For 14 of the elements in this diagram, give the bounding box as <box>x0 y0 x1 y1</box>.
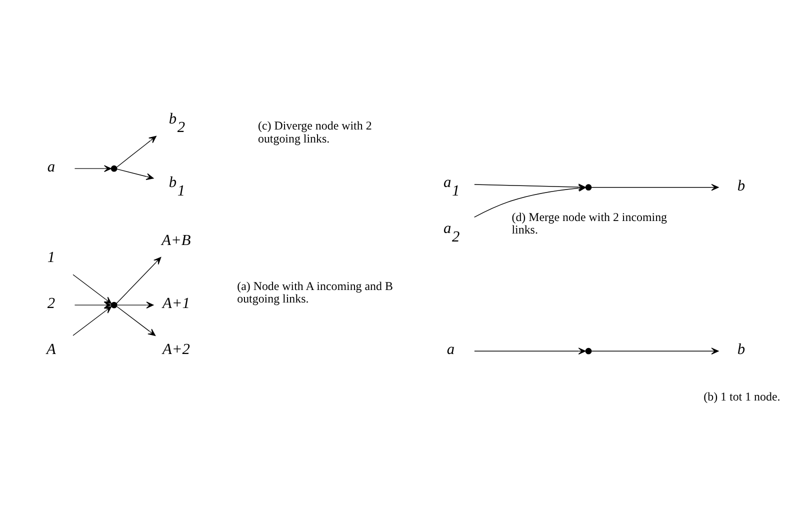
label: (b) 1 tot 1 node. <box>704 389 780 404</box>
node-text: 1 <box>47 248 56 266</box>
node-text: b <box>737 177 746 194</box>
node-text: A+B <box>162 232 191 249</box>
node-text: a <box>446 341 455 358</box>
node-text: A+1 <box>162 294 190 312</box>
label: (d) Merge node with 2 incoming links. <box>512 210 668 237</box>
node-text: A+2 <box>162 341 190 358</box>
label: (c) Diverge node with 2 outgoing links. <box>258 118 372 146</box>
node-text: a <box>47 158 56 176</box>
node-text: 2 <box>47 294 56 312</box>
node-text: b <box>737 341 746 358</box>
node-text: A <box>46 341 56 358</box>
label: (a) Node with A incoming and B outgoing links. <box>237 278 393 306</box>
